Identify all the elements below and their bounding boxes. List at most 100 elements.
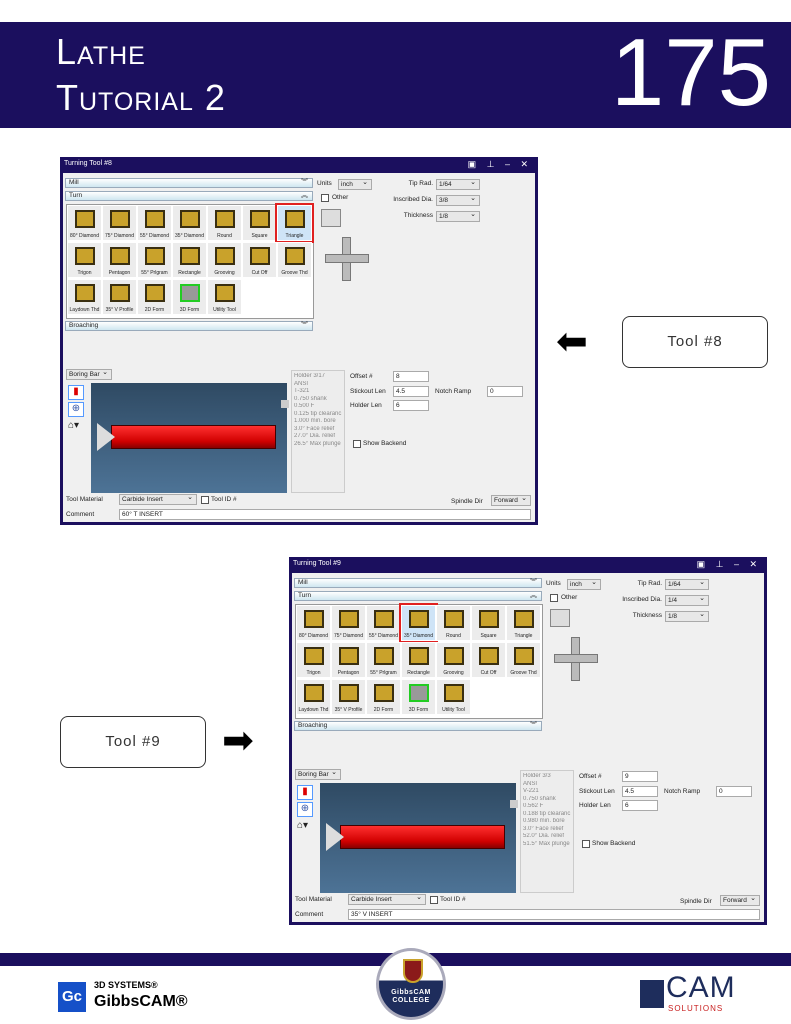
other-checkbox[interactable] bbox=[321, 194, 329, 202]
tool-direction-cross-icon[interactable] bbox=[554, 637, 598, 681]
insert-tile[interactable]: Utility Tool bbox=[207, 279, 242, 315]
turn-section-bar[interactable]: Turn︽ bbox=[294, 591, 542, 601]
tip-rad-select[interactable]: 1/64 bbox=[665, 578, 709, 590]
insert-tile[interactable]: Groove Thd bbox=[506, 642, 541, 678]
insert-tile[interactable]: 55° Diamond bbox=[137, 205, 172, 241]
holder-len-input[interactable]: 6 bbox=[393, 400, 429, 411]
offset-input[interactable]: 9 bbox=[622, 771, 658, 782]
insert-tile[interactable]: Rectangle bbox=[172, 242, 207, 278]
thickness-select[interactable]: 1/8 bbox=[436, 210, 480, 222]
insert-tile-label: 3D Form bbox=[179, 307, 200, 313]
boring-bar-shape bbox=[340, 825, 505, 849]
home-view-icon[interactable]: ⌂▾ bbox=[297, 820, 309, 831]
comment-input[interactable]: 60° T INSERT bbox=[119, 509, 531, 520]
tip-rad-select[interactable]: 1/64 bbox=[436, 178, 480, 190]
dialog-title: Turning Tool #8 bbox=[64, 160, 112, 167]
insert-shape-icon bbox=[373, 647, 394, 665]
insert-tile[interactable]: Laydown Thd bbox=[296, 679, 331, 715]
window-controls[interactable]: ▣ ⊥ – ✕ bbox=[467, 159, 532, 169]
tool-material-select[interactable]: Carbide Insert bbox=[348, 893, 426, 905]
insert-tile[interactable]: Pentagon bbox=[331, 642, 366, 678]
show-backend-checkbox[interactable] bbox=[353, 440, 361, 448]
insert-tile[interactable]: Square bbox=[242, 205, 277, 241]
spindle-dir-select[interactable]: Forward bbox=[720, 894, 760, 906]
insert-tile[interactable]: 75° Diamond bbox=[102, 205, 137, 241]
tool-id-checkbox[interactable] bbox=[430, 896, 438, 904]
insert-tile[interactable]: 2D Form bbox=[137, 279, 172, 315]
inscribed-dia-select[interactable]: 3/8 bbox=[436, 194, 480, 206]
stickout-input[interactable]: 4.5 bbox=[622, 786, 658, 797]
insert-tile[interactable]: 35° Diamond bbox=[399, 603, 438, 643]
zoom-view-icon[interactable]: ⊕ bbox=[68, 402, 84, 417]
holder-type-select[interactable]: Boring Bar bbox=[295, 768, 341, 780]
home-view-icon[interactable]: ⌂▾ bbox=[68, 420, 80, 431]
holder-len-input[interactable]: 6 bbox=[622, 800, 658, 811]
insert-tile[interactable]: Round bbox=[436, 605, 471, 641]
insert-tile[interactable]: Trigon bbox=[67, 242, 102, 278]
holder-info-line: 26.5° Max plunge bbox=[294, 440, 341, 447]
insert-tile[interactable]: 55° Prlgram bbox=[366, 642, 401, 678]
brand-3dsystems: 3D SYSTEMS® bbox=[94, 980, 158, 990]
insert-tile-label: 55° Diamond bbox=[369, 633, 398, 639]
tool-material-select[interactable]: Carbide Insert bbox=[119, 493, 197, 505]
notch-ramp-input[interactable]: 0 bbox=[716, 786, 752, 797]
insert-tile[interactable]: Triangle bbox=[275, 203, 314, 243]
insert-tile[interactable]: Round bbox=[207, 205, 242, 241]
insert-tile[interactable]: Square bbox=[471, 605, 506, 641]
insert-tile[interactable]: 75° Diamond bbox=[331, 605, 366, 641]
insert-tile[interactable]: 80° Diamond bbox=[67, 205, 102, 241]
insert-tile[interactable]: Cut Off bbox=[242, 242, 277, 278]
insert-tile[interactable]: Grooving bbox=[207, 242, 242, 278]
insert-tile[interactable]: Grooving bbox=[436, 642, 471, 678]
holder-type-select[interactable]: Boring Bar bbox=[66, 368, 112, 380]
viewport-scrollbar[interactable] bbox=[510, 770, 518, 893]
comment-input[interactable]: 35° V INSERT bbox=[348, 909, 760, 920]
tool-view-icon[interactable]: ▮ bbox=[297, 785, 313, 800]
offset-input[interactable]: 8 bbox=[393, 371, 429, 382]
holder-orientation-icon[interactable] bbox=[550, 609, 570, 627]
broaching-section-bar[interactable]: Broaching︾ bbox=[65, 321, 313, 331]
viewport-scrollbar[interactable] bbox=[281, 370, 289, 493]
holder-info-line: ANSI bbox=[294, 380, 309, 387]
turn-section-bar[interactable]: Turn︽ bbox=[65, 191, 313, 201]
notch-ramp-input[interactable]: 0 bbox=[487, 386, 523, 397]
insert-tile[interactable]: Triangle bbox=[506, 605, 541, 641]
show-backend-checkbox[interactable] bbox=[582, 840, 590, 848]
insert-tile[interactable]: 3D Form bbox=[401, 679, 436, 715]
insert-tile-label: Triangle bbox=[514, 633, 533, 639]
insert-tile[interactable]: 3D Form bbox=[172, 279, 207, 315]
other-checkbox[interactable] bbox=[550, 594, 558, 602]
holder-info-line: 0.980 min. bore bbox=[523, 818, 565, 824]
insert-tile[interactable]: 2D Form bbox=[366, 679, 401, 715]
window-controls[interactable]: ▣ ⊥ – ✕ bbox=[696, 559, 761, 569]
insert-tile[interactable]: Trigon bbox=[296, 642, 331, 678]
inscribed-dia-select[interactable]: 1/4 bbox=[665, 594, 709, 606]
insert-tile[interactable]: 35° V Profile bbox=[102, 279, 137, 315]
zoom-view-icon[interactable]: ⊕ bbox=[297, 802, 313, 817]
broaching-section-bar[interactable]: Broaching︾ bbox=[294, 721, 542, 731]
insert-tile[interactable]: 80° Diamond bbox=[296, 605, 331, 641]
insert-tile[interactable]: 55° Diamond bbox=[366, 605, 401, 641]
thickness-select[interactable]: 1/8 bbox=[665, 610, 709, 622]
insert-tile[interactable]: Laydown Thd bbox=[67, 279, 102, 315]
tool-direction-cross-icon[interactable] bbox=[325, 237, 369, 281]
insert-tile[interactable]: Groove Thd bbox=[277, 242, 312, 278]
insert-tile[interactable]: 35° Diamond bbox=[172, 205, 207, 241]
holder-orientation-icon[interactable] bbox=[321, 209, 341, 227]
mill-section-bar[interactable]: Mill︾ bbox=[65, 178, 313, 188]
tool-id-checkbox[interactable] bbox=[201, 496, 209, 504]
insert-tile[interactable]: 35° V Profile bbox=[331, 679, 366, 715]
insert-tile[interactable]: Utility Tool bbox=[436, 679, 471, 715]
comment-label: Comment bbox=[295, 911, 324, 918]
insert-tile[interactable]: Cut Off bbox=[471, 642, 506, 678]
tool-view-icon[interactable]: ▮ bbox=[68, 385, 84, 400]
units-select[interactable]: inch bbox=[338, 178, 372, 190]
spindle-dir-select[interactable]: Forward bbox=[491, 494, 531, 506]
seal-shield bbox=[403, 959, 423, 983]
insert-tile[interactable]: 55° Prlgram bbox=[137, 242, 172, 278]
insert-tile[interactable]: Rectangle bbox=[401, 642, 436, 678]
insert-tile[interactable]: Pentagon bbox=[102, 242, 137, 278]
units-select[interactable]: inch bbox=[567, 578, 601, 590]
mill-section-bar[interactable]: Mill︾ bbox=[294, 578, 542, 588]
stickout-input[interactable]: 4.5 bbox=[393, 386, 429, 397]
